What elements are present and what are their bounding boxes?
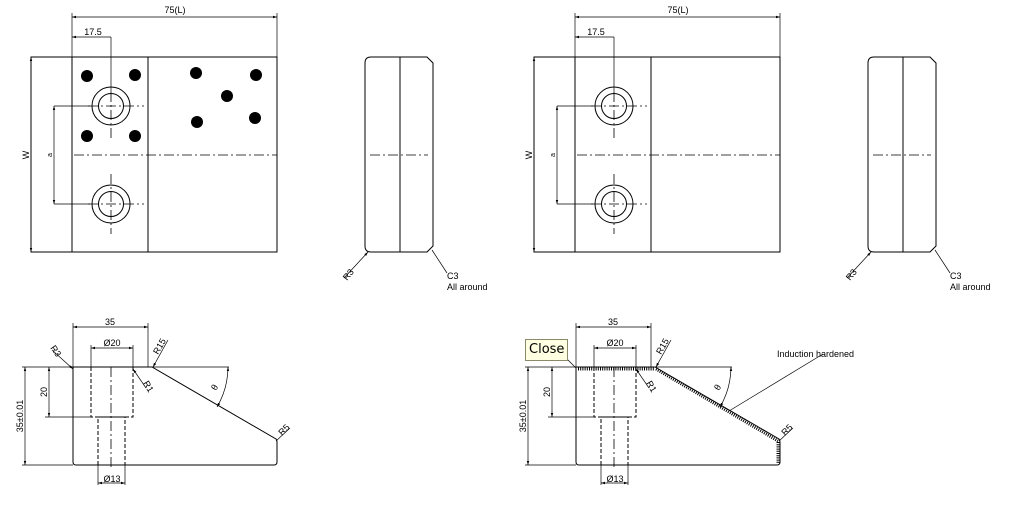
dim-length-label: 75(L) bbox=[667, 5, 688, 15]
dim-hole-label: Ø13 bbox=[103, 474, 120, 484]
side-view: R3 C3 All around bbox=[844, 56, 991, 292]
hardened-hatching bbox=[578, 367, 780, 463]
dim-width-label: W bbox=[524, 150, 534, 159]
dim-counterbore-label: Ø20 bbox=[606, 338, 623, 348]
dim-height-label: 35±0.01 bbox=[518, 400, 528, 432]
chamfer-note: All around bbox=[447, 282, 488, 292]
top-view: 75(L) 17.5 W a bbox=[524, 5, 781, 253]
dim-35-label: 35 bbox=[608, 317, 618, 327]
radius-r1-label: R1 bbox=[141, 379, 155, 394]
radius-r5-label: R5 bbox=[276, 422, 291, 437]
top-view: 75(L) 17.5 W a bbox=[21, 5, 278, 253]
dim-length-label: 75(L) bbox=[164, 5, 185, 15]
dim-hole-label: Ø13 bbox=[606, 474, 623, 484]
dim-pitch-label: a bbox=[550, 153, 557, 157]
dim-width-label: W bbox=[21, 150, 31, 159]
radius-r3-label: R3 bbox=[341, 267, 356, 282]
front-view: 35 Ø20 20 35±0.01 Ø13 R15 R1 R5 θ bbox=[518, 317, 795, 485]
radius-r1-label: R1 bbox=[644, 379, 658, 394]
radius-r3-label: R3 bbox=[844, 267, 859, 282]
angle-label: θ bbox=[712, 383, 723, 392]
chamfer-label: C3 bbox=[950, 271, 962, 281]
plate-outline bbox=[30, 56, 278, 253]
hardening-leader bbox=[728, 353, 824, 412]
radius-r3-front-label: R3 bbox=[48, 343, 63, 358]
drawing-hardened: 35 Ø20 20 35±0.01 Ø13 R15 R1 R5 θ R3 bbox=[518, 5, 991, 485]
counterbore-hole-top bbox=[88, 86, 144, 138]
radius-r15-label: R15 bbox=[654, 337, 671, 356]
radius-r15-label: R15 bbox=[151, 337, 168, 356]
radius-r5-label: R5 bbox=[779, 422, 794, 437]
angle-label: θ bbox=[209, 383, 220, 392]
dim-pitch-label: a bbox=[47, 153, 54, 157]
counterbore-hole-bottom bbox=[591, 174, 647, 234]
plate-outline bbox=[533, 56, 781, 253]
dim-counterbore-label: Ø20 bbox=[103, 338, 120, 348]
dim-depth-label: 20 bbox=[542, 387, 552, 397]
chamfer-note: All around bbox=[950, 282, 991, 292]
mounting-dots bbox=[81, 67, 262, 142]
counterbore-hole-top bbox=[591, 86, 647, 138]
dim-height-label: 35±0.01 bbox=[15, 400, 25, 432]
side-view: R3 C3 All around bbox=[341, 56, 488, 292]
chamfer-label: C3 bbox=[447, 271, 459, 281]
dim-offset-label: 17.5 bbox=[84, 27, 102, 37]
dim-offset-label: 17.5 bbox=[587, 27, 605, 37]
front-view-r3: R3 bbox=[48, 343, 74, 370]
block-profile bbox=[575, 366, 781, 466]
front-view: 35 Ø20 20 35±0.01 Ø13 R15 R1 R5 θ bbox=[15, 317, 292, 485]
dim-depth-label: 20 bbox=[39, 387, 49, 397]
close-button[interactable]: Close bbox=[525, 339, 569, 361]
dim-35-label: 35 bbox=[105, 317, 115, 327]
hardening-note: Induction hardened bbox=[777, 349, 854, 359]
block-profile bbox=[72, 366, 278, 466]
counterbore-hole-bottom bbox=[88, 174, 144, 234]
drawing-standard: 75(L) 17.5 W a R3 bbox=[15, 5, 488, 485]
